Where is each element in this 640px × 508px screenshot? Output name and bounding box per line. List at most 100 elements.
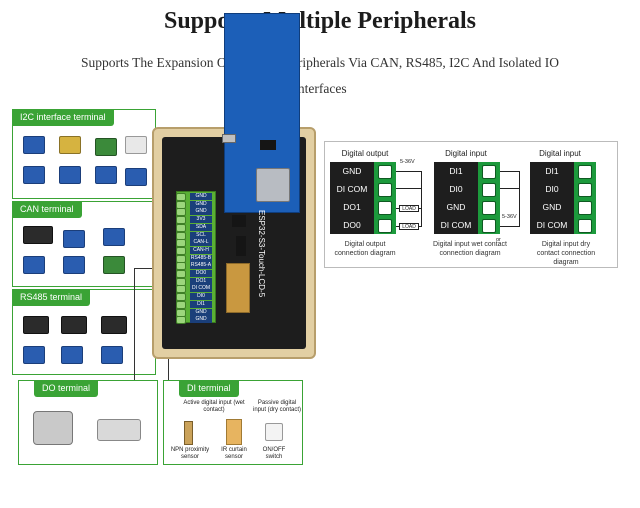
rs485-module-image xyxy=(61,346,83,364)
terminal-label: DI0 xyxy=(190,293,212,301)
wet-terminal-slot xyxy=(482,201,496,215)
wet-diagram-title: Digital input xyxy=(445,149,487,158)
terminal-screw xyxy=(176,223,186,232)
terminal-screw xyxy=(176,308,186,317)
terminal-label: GND xyxy=(190,308,212,316)
i2c-panel-label: I2C interface terminal xyxy=(12,109,114,126)
dry-pin-label: GND xyxy=(542,202,562,212)
do-panel: DO terminal xyxy=(18,380,158,465)
electric-lock-image xyxy=(97,419,141,441)
solenoid-valve-image xyxy=(33,411,73,445)
terminal-label: SDA xyxy=(190,223,212,231)
output-pin-label: DO0 xyxy=(343,220,361,230)
terminal-label: CAN-H xyxy=(190,246,212,254)
load-box: LOAD xyxy=(399,205,419,212)
wet-terminal-slot xyxy=(482,165,496,179)
rs485-panel-label: RS485 terminal xyxy=(12,289,91,306)
di-panel: DI terminal Active digital input (wet co… xyxy=(163,380,303,465)
can-module-image xyxy=(63,230,85,248)
wet-terminal-slot xyxy=(482,183,496,197)
output-pin-label: DO1 xyxy=(343,202,361,212)
terminal-label: CAN-L xyxy=(190,239,212,247)
npn-sensor-label: NPN proximity sensor xyxy=(170,447,210,460)
can-panel: CAN terminal xyxy=(12,201,156,287)
dry-terminal-slot xyxy=(578,165,592,179)
terminal-screw xyxy=(176,200,186,209)
terminal-screw xyxy=(176,262,186,271)
terminal-screw xyxy=(176,239,186,248)
terminal-screw xyxy=(176,254,186,263)
terminal-screw xyxy=(176,208,186,217)
output-terminal-column xyxy=(374,162,396,234)
npn-sensor-image xyxy=(184,421,193,445)
dry-pin-label: DI0 xyxy=(545,184,559,194)
terminal-label: GND xyxy=(190,316,212,324)
can-module-image xyxy=(23,256,45,274)
can-module-image xyxy=(103,256,125,274)
wet-wire xyxy=(500,226,520,227)
dry-pin-label: DI1 xyxy=(545,166,559,176)
output-wire xyxy=(396,171,422,172)
terminal-label: RS485-A xyxy=(190,262,212,270)
output-terminal-slot xyxy=(378,165,392,179)
passive-input-label: Passive digital input (dry contact) xyxy=(252,400,302,413)
wet-terminal-column xyxy=(478,162,500,234)
chip xyxy=(260,140,276,150)
can-module-image xyxy=(23,226,53,244)
terminal-label: DI COM xyxy=(190,285,212,293)
do-panel-label: DO terminal xyxy=(34,380,99,397)
do-leader-line xyxy=(134,268,135,380)
load-box: LOAD xyxy=(399,223,419,230)
can-module-image xyxy=(103,228,125,246)
output-wire xyxy=(421,171,422,227)
switch-image xyxy=(265,423,283,441)
wet-pin-label: DI0 xyxy=(449,184,463,194)
wet-wire xyxy=(519,171,520,227)
terminal-label: DI1 xyxy=(190,300,212,308)
wet-pin-label: GND xyxy=(446,202,466,212)
dry-pin-column xyxy=(530,162,574,234)
di-panel-label: DI terminal xyxy=(179,380,239,397)
dry-diagram-title: Digital input xyxy=(539,149,581,158)
terminal-label: DO1 xyxy=(190,277,212,285)
switch-label: ON/OFF switch xyxy=(262,447,286,460)
dry-terminal-slot xyxy=(578,183,592,197)
i2c-module-image xyxy=(95,166,117,184)
output-diagram-caption: Digital output connection diagram xyxy=(334,241,396,257)
i2c-module-image xyxy=(59,166,81,184)
ir-curtain-label: IR curtain sensor xyxy=(221,447,247,460)
terminal-label: RS485-B xyxy=(190,254,212,262)
usb-port xyxy=(222,134,236,143)
i2c-panel: I2C interface terminal xyxy=(12,109,156,199)
output-pin-label: DI COM xyxy=(336,184,368,194)
terminal-screw xyxy=(176,300,186,309)
output-terminal-slot xyxy=(378,219,392,233)
terminal-screw xyxy=(176,293,186,302)
wet-pin-column xyxy=(434,162,478,234)
rs485-module-image xyxy=(23,316,49,334)
i2c-module-image xyxy=(23,166,45,184)
board-name: ESP32-S3-Touch-LCD-5 xyxy=(257,210,266,298)
dry-terminal-column xyxy=(574,162,596,234)
chip xyxy=(232,215,246,227)
can-panel-label: CAN terminal xyxy=(12,201,82,218)
terminal-screw xyxy=(176,216,186,225)
ffc-connector xyxy=(226,263,250,313)
can-module-image xyxy=(63,256,85,274)
i2c-module-image xyxy=(95,138,117,156)
active-input-label: Active digital input (wet contact) xyxy=(183,400,245,413)
i2c-module-image xyxy=(59,136,81,154)
dry-pin-label: DI COM xyxy=(536,220,568,230)
chip xyxy=(236,236,246,256)
wet-wire xyxy=(500,171,520,172)
wet-pin-label: DI1 xyxy=(449,166,463,176)
rs485-module-image xyxy=(23,346,45,364)
dry-terminal-slot xyxy=(578,201,592,215)
rs485-module-image xyxy=(61,316,87,334)
output-pin-column xyxy=(330,162,374,234)
i2c-module-image xyxy=(125,168,147,186)
output-voltage-label: 5-36V xyxy=(400,159,415,165)
wet-wire xyxy=(500,188,520,189)
i2c-module-image xyxy=(23,136,45,154)
page-subtitle: Supports The Expansion Of Multiple Perip… xyxy=(81,55,559,96)
